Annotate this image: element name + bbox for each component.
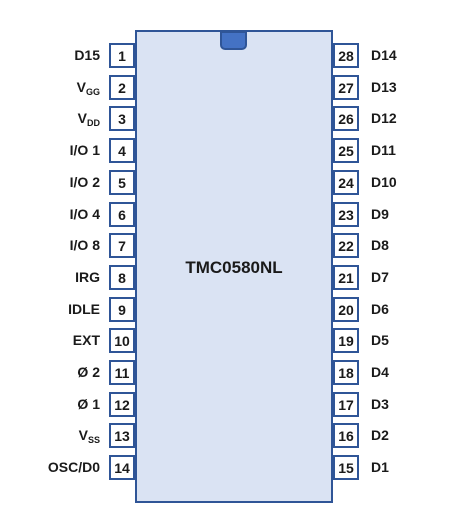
pin-12-box: 12 [109, 392, 135, 417]
pin-27-box: 27 [333, 75, 359, 100]
pin-24-box: 24 [333, 170, 359, 195]
pin-3-label: VDD [78, 106, 100, 131]
pin-2-label-text: V [76, 79, 86, 95]
pin-1-label-text: D15 [74, 47, 100, 63]
pin-5-label: I/O 2 [70, 170, 100, 195]
pin-28-label-text: D14 [371, 47, 397, 63]
pin-21-box: 21 [333, 265, 359, 290]
pin-25-box: 25 [333, 138, 359, 163]
pin-13-box: 13 [109, 423, 135, 448]
pin-22-label-text: D8 [371, 237, 389, 253]
pin-16-label-text: D2 [371, 427, 389, 443]
pin-16-box: 16 [333, 423, 359, 448]
pin-19-label-text: D5 [371, 332, 389, 348]
pin-25-label-text: D11 [371, 142, 396, 158]
pin-15-label: D1 [371, 455, 389, 480]
pin-18-box: 18 [333, 360, 359, 385]
pin-11-label: Ø 2 [77, 360, 100, 385]
pin-11-label-text: Ø 2 [77, 364, 100, 380]
pin-27-label: D13 [371, 75, 397, 100]
pin-20-label-text: D6 [371, 301, 389, 317]
pin-17-label-text: D3 [371, 396, 389, 412]
pin-17-box: 17 [333, 392, 359, 417]
pin-1-label: D15 [74, 43, 100, 68]
pin-23-label: D9 [371, 202, 389, 227]
pin-14-label: OSC/D0 [48, 455, 100, 480]
pin-9-label: IDLE [68, 297, 100, 322]
pin-9-label-text: IDLE [68, 301, 100, 317]
pin-23-box: 23 [333, 202, 359, 227]
pin-26-label-text: D12 [371, 110, 397, 126]
pin-26-label: D12 [371, 106, 397, 131]
pin-13-label-subscript: SS [87, 435, 100, 445]
pin-18-label: D4 [371, 360, 389, 385]
pin-17-label: D3 [371, 392, 389, 417]
pin-16-label: D2 [371, 423, 389, 448]
pin-8-box: 8 [109, 265, 135, 290]
pin-20-box: 20 [333, 297, 359, 322]
pin-4-label: I/O 1 [70, 138, 100, 163]
pin-14-label-text: OSC/D0 [47, 459, 100, 475]
pin-14-box: 14 [109, 455, 135, 480]
pin-13-label: VSS [79, 423, 100, 448]
pin-2-label: VGG [77, 75, 100, 100]
pin-2-label-subscript: GG [85, 87, 100, 97]
pin-28-label: D14 [371, 43, 397, 68]
pin-6-label-text: I/O 4 [69, 206, 100, 222]
pin-12-label-text: Ø 1 [77, 396, 100, 412]
pin-2-box: 2 [109, 75, 135, 100]
pin-19-box: 19 [333, 328, 359, 353]
pin-9-box: 9 [109, 297, 135, 322]
pin-11-box: 11 [109, 360, 135, 385]
pin-21-label: D7 [371, 265, 389, 290]
pin-5-label-text: I/O 2 [69, 174, 100, 190]
pin-24-label: D10 [371, 170, 397, 195]
pin-18-label-text: D4 [371, 364, 389, 380]
pin-4-box: 4 [109, 138, 135, 163]
pin-6-box: 6 [109, 202, 135, 227]
chip-title: TMC0580NL [185, 258, 283, 277]
pin-20-label: D6 [371, 297, 389, 322]
chip-body [135, 30, 333, 503]
pin-7-label-text: I/O 8 [69, 237, 100, 253]
pin-3-label-text: V [77, 110, 87, 126]
pin-8-label-text: IRG [75, 269, 100, 285]
pin-10-label-text: EXT [72, 332, 100, 348]
pin-10-label: EXT [73, 328, 100, 353]
pin-24-label-text: D10 [371, 174, 397, 190]
pin-25-label: D11 [371, 138, 396, 163]
pin-4-label-text: I/O 1 [69, 142, 100, 158]
pin-19-label: D5 [371, 328, 389, 353]
pin-8-label: IRG [75, 265, 100, 290]
chip-notch [220, 31, 247, 50]
pin-28-box: 28 [333, 43, 359, 68]
pin-23-label-text: D9 [371, 206, 389, 222]
pin-10-box: 10 [109, 328, 135, 353]
pin-27-label-text: D13 [371, 79, 397, 95]
pin-22-box: 22 [333, 233, 359, 258]
pin-26-box: 26 [333, 106, 359, 131]
pin-21-label-text: D7 [371, 269, 389, 285]
pin-13-label-text: V [78, 427, 88, 443]
pin-12-label: Ø 1 [77, 392, 100, 417]
pin-22-label: D8 [371, 233, 389, 258]
pin-15-label-text: D1 [371, 459, 389, 475]
pin-7-label: I/O 8 [70, 233, 100, 258]
pin-7-box: 7 [109, 233, 135, 258]
pin-6-label: I/O 4 [70, 202, 100, 227]
pin-3-box: 3 [109, 106, 135, 131]
pin-3-label-subscript: DD [87, 118, 100, 128]
pin-1-box: 1 [109, 43, 135, 68]
pin-5-box: 5 [109, 170, 135, 195]
pin-15-box: 15 [333, 455, 359, 480]
